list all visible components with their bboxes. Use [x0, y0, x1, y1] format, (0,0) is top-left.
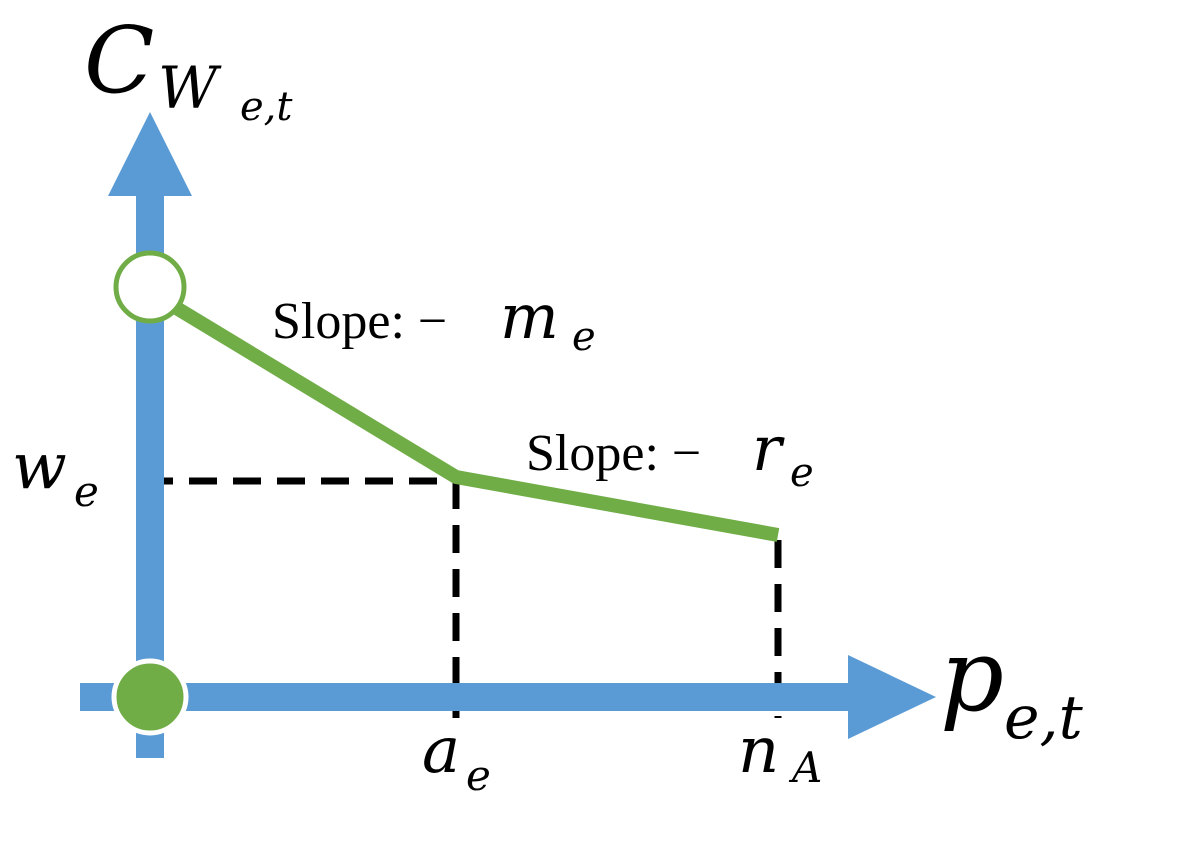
x-axis-label: p e,t — [940, 617, 1084, 753]
n-label-sub: A — [788, 743, 822, 792]
svg-text:C: C — [84, 7, 154, 114]
slope1-prefix: Slope: − — [272, 293, 447, 350]
y-label-main: C — [84, 7, 154, 114]
y-axis-arrowhead — [108, 112, 192, 196]
cost-curve — [146, 286, 780, 542]
a-e-label: a e — [422, 714, 491, 800]
x-axis-shaft — [80, 683, 860, 711]
slope2-prefix: Slope: − — [526, 425, 701, 482]
x-label-main: p — [940, 617, 1004, 734]
n-label-main: n — [738, 714, 779, 788]
y-label-subsub: e,t — [240, 84, 293, 130]
n-a-label: n A — [738, 714, 822, 792]
svg-text:e,t: e,t — [240, 84, 293, 130]
slope2-sub: e — [790, 450, 814, 496]
y-label-sub: W — [158, 54, 222, 122]
x-axis-arrowhead — [848, 655, 936, 739]
slope1-sub: e — [572, 314, 596, 360]
open-circle-marker — [113, 250, 187, 324]
x-label-sub: e,t — [1004, 683, 1084, 753]
w-label-main: w — [12, 430, 67, 504]
slope2-main: r — [752, 412, 785, 485]
w-e-label: w e — [12, 430, 99, 516]
y-axis-label: C W e,t — [84, 7, 293, 130]
a-label-sub: e — [466, 751, 491, 800]
svg-text:W: W — [158, 54, 222, 122]
slope1-main: m — [500, 280, 559, 353]
slope-r-label: Slope: − r e — [526, 412, 814, 496]
slope-m-label: Slope: − m e — [272, 280, 596, 360]
w-label-sub: e — [74, 467, 99, 516]
origin-filled-marker — [111, 658, 189, 736]
a-label-main: a — [422, 714, 460, 788]
